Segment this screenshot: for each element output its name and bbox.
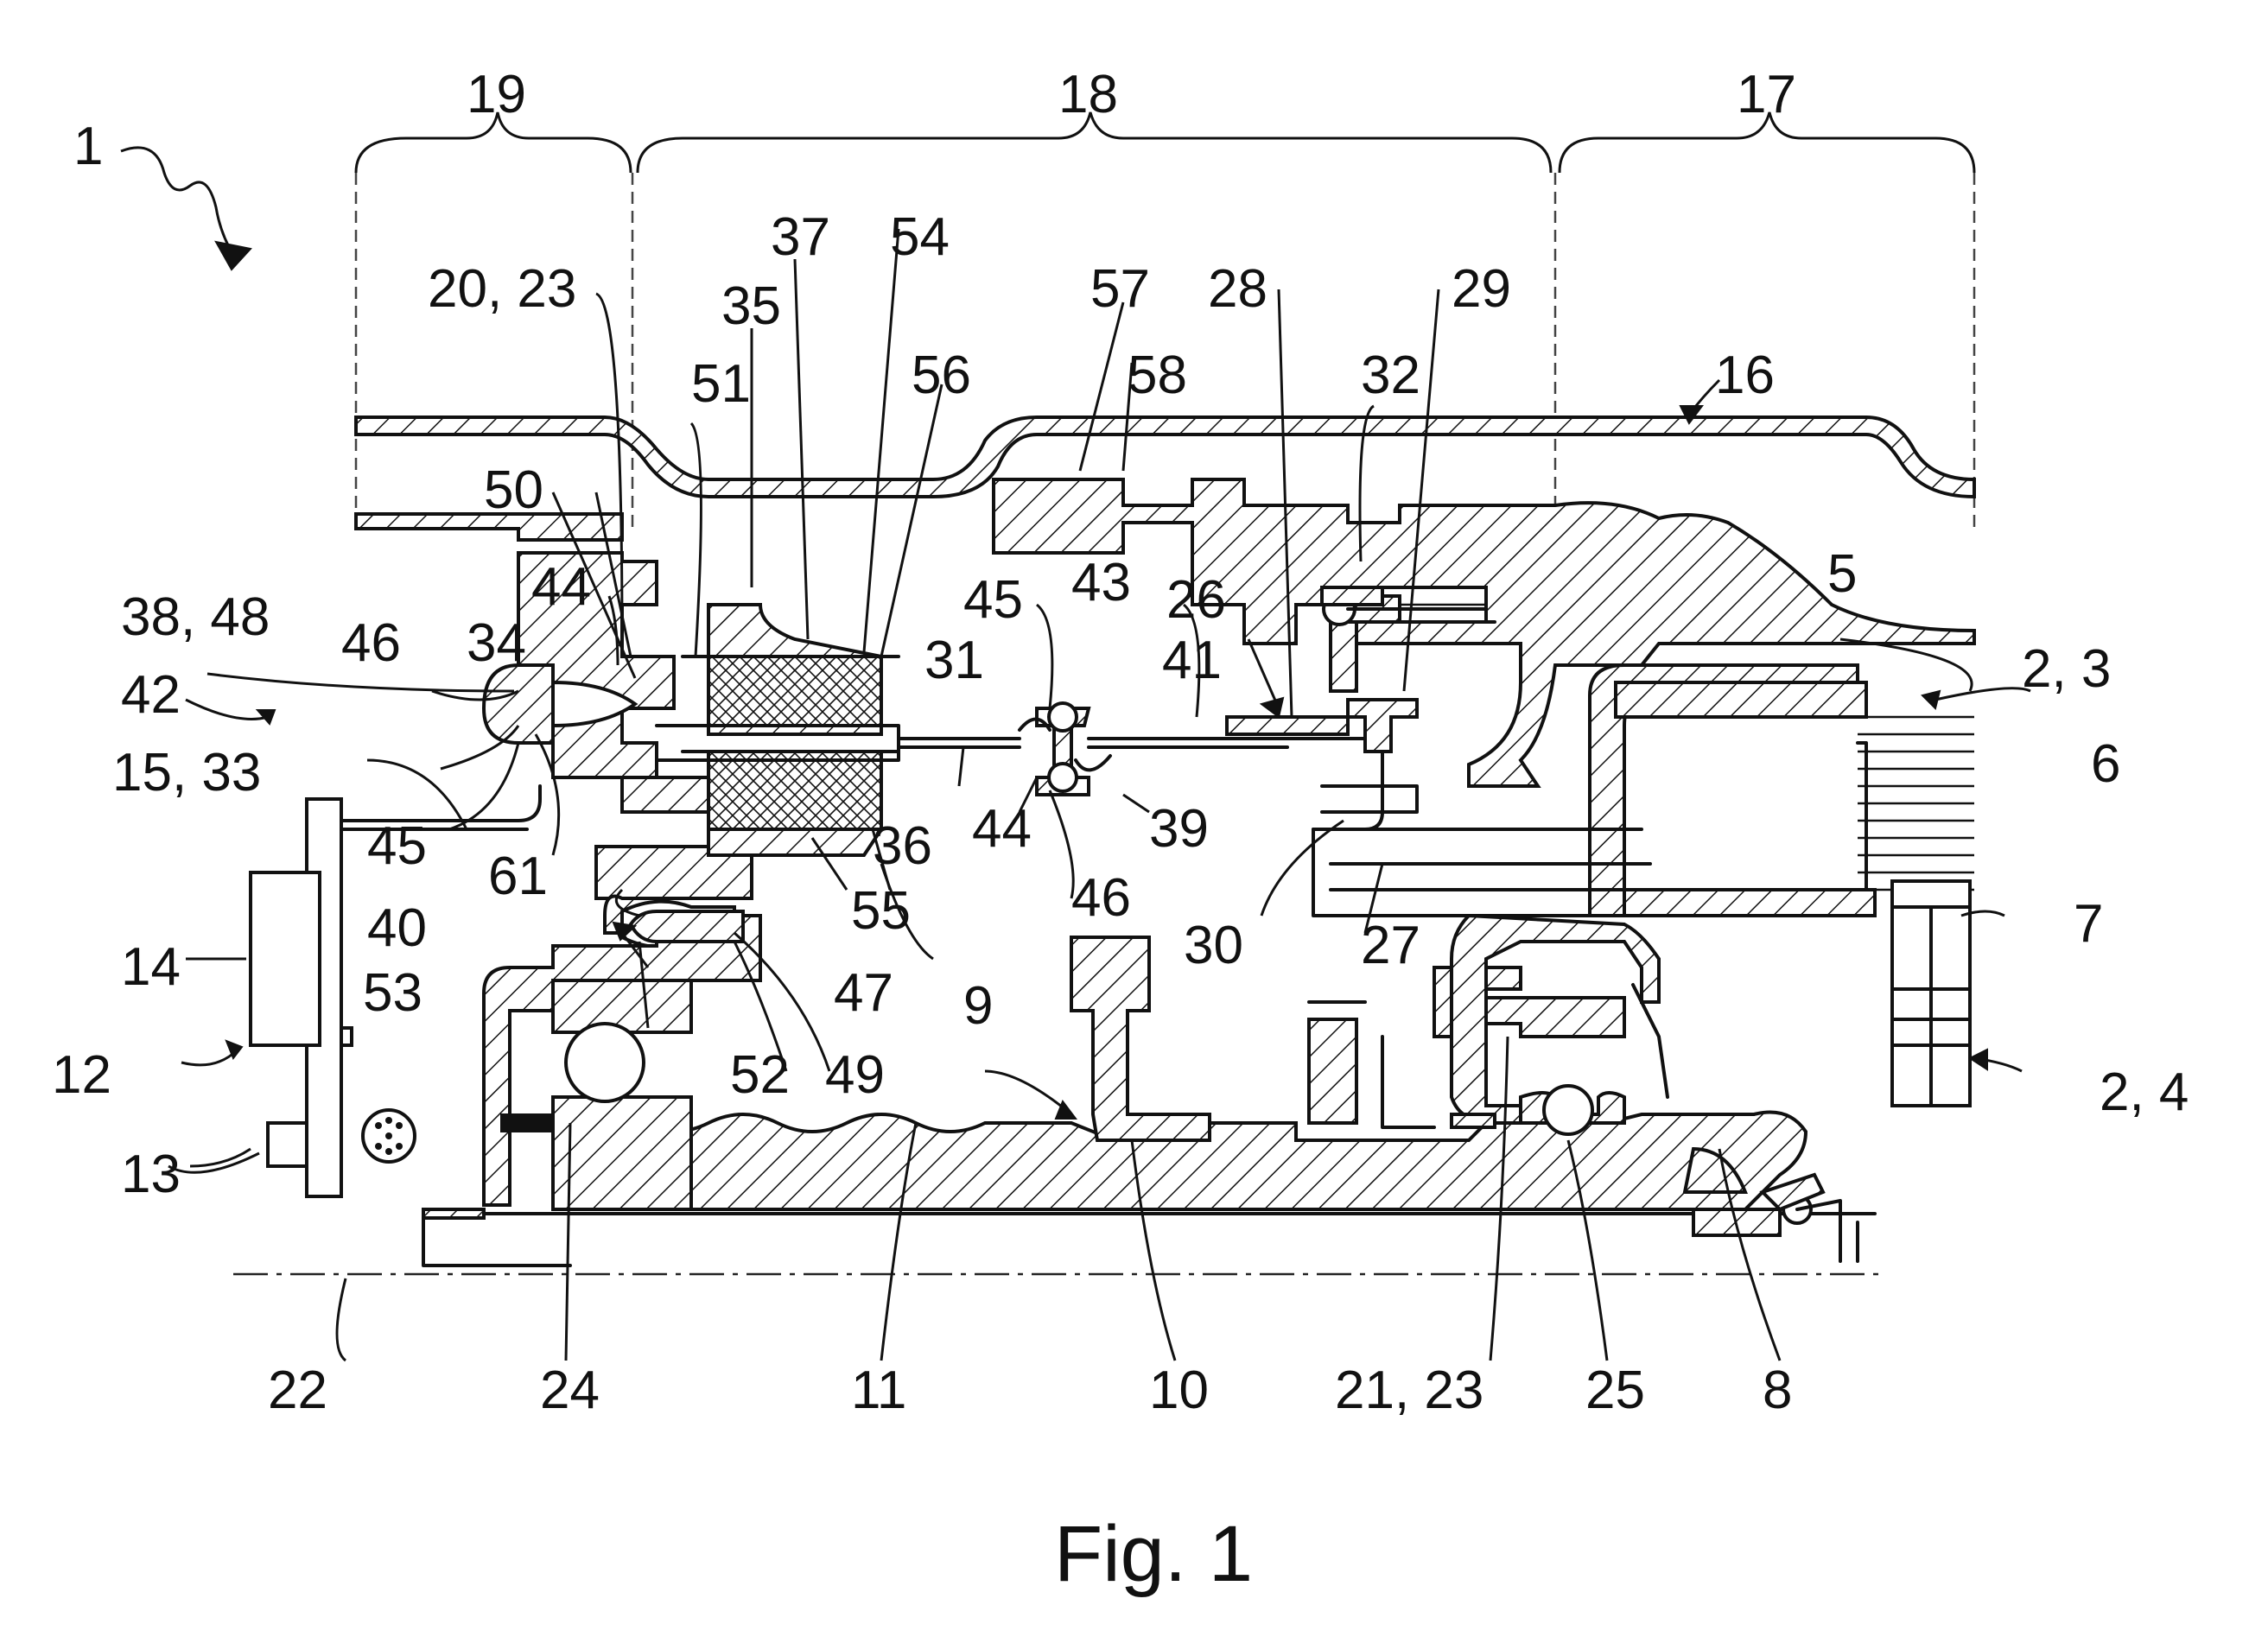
label-25: 25 <box>1585 1361 1645 1420</box>
label-28: 28 <box>1208 259 1267 319</box>
label-51: 51 <box>691 354 751 414</box>
plates-6-7 <box>1858 715 1974 1107</box>
label-52: 52 <box>730 1045 790 1105</box>
label-5: 5 <box>1827 544 1857 604</box>
label-45-top: 45 <box>963 570 1023 630</box>
housing-shell <box>354 416 1976 542</box>
label-44-bottom: 44 <box>972 799 1032 859</box>
label-24: 24 <box>540 1361 600 1420</box>
label-27: 27 <box>1361 916 1420 975</box>
label-6: 6 <box>2091 734 2120 794</box>
label-19: 19 <box>467 65 526 124</box>
label-44-top: 44 <box>531 557 591 617</box>
label-56: 56 <box>912 346 971 405</box>
bearing-25 <box>1307 913 1842 1263</box>
label-18: 18 <box>1058 65 1118 124</box>
label-34: 34 <box>467 613 526 673</box>
screw-61 <box>628 910 745 943</box>
label-31: 31 <box>924 631 984 690</box>
label-16: 16 <box>1715 346 1775 405</box>
bearing-24 <box>422 914 762 1267</box>
lever-28-29 <box>1225 592 1496 831</box>
label-46-bottom: 46 <box>1071 868 1131 928</box>
label-45-bottom: 45 <box>367 816 427 876</box>
rod-36 <box>897 737 1289 749</box>
label-2-4: 2, 4 <box>2100 1063 2189 1122</box>
region-braces <box>354 111 1976 536</box>
label-32: 32 <box>1361 346 1420 405</box>
part-labels: 1 19 18 17 20, 23 37 54 35 57 28 29 56 5… <box>52 65 2189 1420</box>
label-42: 42 <box>121 665 181 725</box>
label-47: 47 <box>834 963 893 1023</box>
label-50: 50 <box>484 460 543 520</box>
sensor-module-12 <box>249 784 542 1198</box>
leader-lines <box>168 228 2031 1362</box>
label-26: 26 <box>1166 570 1226 630</box>
label-14: 14 <box>121 937 181 997</box>
label-53: 53 <box>363 963 422 1023</box>
label-22: 22 <box>268 1361 327 1420</box>
label-21-23: 21, 23 <box>1335 1361 1483 1420</box>
label-43: 43 <box>1071 553 1131 612</box>
joint-43 <box>1018 701 1112 796</box>
label-8: 8 <box>1763 1361 1792 1420</box>
cylinder-5 <box>1312 663 1877 917</box>
label-37: 37 <box>771 207 830 267</box>
label-55: 55 <box>851 881 911 941</box>
label-30: 30 <box>1184 916 1243 975</box>
label-61: 61 <box>488 847 548 906</box>
label-9: 9 <box>963 976 993 1036</box>
figure-caption: Fig. 1 <box>1054 1510 1253 1598</box>
label-17: 17 <box>1737 65 1796 124</box>
pulley-9 <box>1070 936 1211 1142</box>
label-13: 13 <box>121 1145 181 1204</box>
label-1: 1 <box>73 117 103 176</box>
label-29: 29 <box>1452 259 1511 319</box>
label-39: 39 <box>1149 799 1209 859</box>
bolt-32 <box>1320 586 1384 606</box>
label-20-23: 20, 23 <box>428 259 576 319</box>
label-7: 7 <box>2074 894 2103 954</box>
label-41: 41 <box>1162 631 1222 690</box>
label-40: 40 <box>367 898 427 958</box>
label-11: 11 <box>851 1361 906 1420</box>
coil-assembly <box>655 603 900 857</box>
label-54: 54 <box>890 207 950 267</box>
label-1-arrow <box>120 146 252 271</box>
label-46-top: 46 <box>341 613 401 673</box>
label-49: 49 <box>825 1045 885 1105</box>
label-35: 35 <box>721 276 781 336</box>
label-57: 57 <box>1090 259 1150 319</box>
label-2-3: 2, 3 <box>2022 639 2111 699</box>
label-58: 58 <box>1128 346 1187 405</box>
label-10: 10 <box>1149 1361 1209 1420</box>
label-15-33: 15, 33 <box>112 743 261 802</box>
label-36: 36 <box>873 816 932 876</box>
label-38-48: 38, 48 <box>121 587 270 647</box>
label-12: 12 <box>52 1045 111 1105</box>
